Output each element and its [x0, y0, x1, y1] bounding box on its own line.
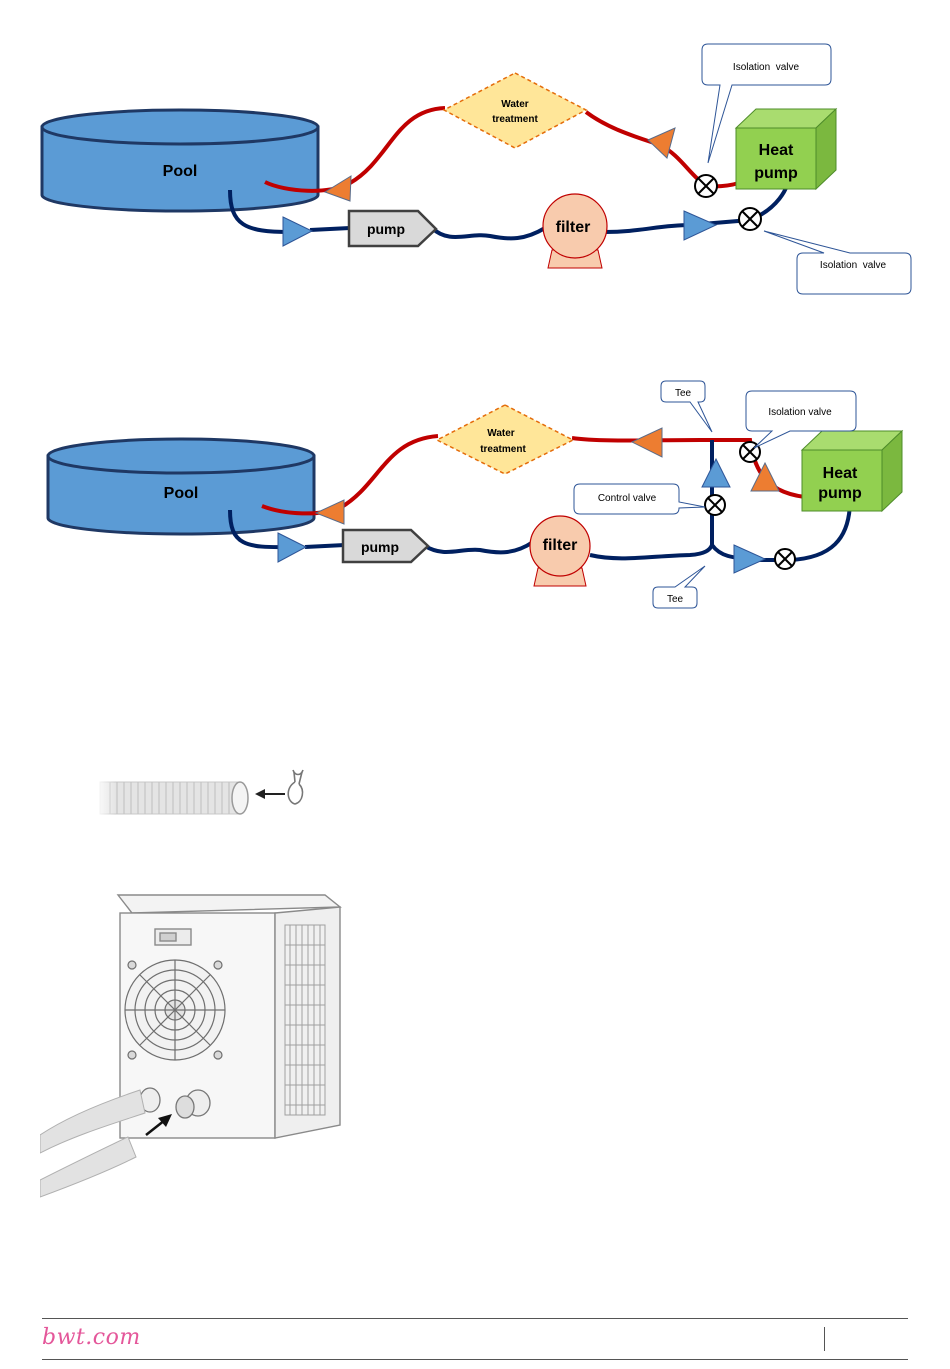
- pool-label: Pool: [164, 485, 199, 502]
- hose-icon: [95, 778, 248, 818]
- flow-arrow-hot: [316, 500, 344, 524]
- diagram-direct-connection: Pool Water treatment pump filter Heat pu…: [0, 0, 950, 320]
- isolation-valve-label: Isolation valve: [733, 62, 800, 73]
- flow-arrow-cold: [702, 459, 730, 487]
- pump-to-filter-pipe: [432, 228, 545, 238]
- isolation-valve-icon: [695, 175, 717, 197]
- flow-arrow-cold: [283, 217, 312, 246]
- pump-inlet-pipe: [305, 545, 345, 547]
- page-footer: bwt.com: [42, 1318, 908, 1360]
- flow-arrow-cold: [278, 533, 306, 562]
- heat-pump-label: pump: [818, 485, 862, 502]
- pump: pump: [343, 530, 428, 562]
- pump: pump: [349, 211, 436, 246]
- brand-logo[interactable]: bwt.com: [42, 1325, 141, 1350]
- tee-callout-bottom: Tee: [653, 566, 705, 608]
- water-treatment-label: treatment: [480, 444, 526, 455]
- tee-label: Tee: [675, 388, 692, 399]
- pump-inlet-pipe: [310, 228, 350, 230]
- hose-clip-illustration: [95, 760, 355, 840]
- pump-label: pump: [367, 221, 405, 237]
- heat-pump-unit-illustration: [40, 885, 350, 1205]
- tee-label: Tee: [667, 594, 684, 605]
- heat-pump-label: Heat: [759, 142, 794, 159]
- heat-pump: Heat pump: [802, 431, 902, 511]
- fan-icon: [125, 960, 225, 1060]
- tee-callout-top: Tee: [661, 381, 712, 432]
- water-treatment: Water treatment: [444, 73, 586, 148]
- footer-divider: [824, 1327, 825, 1351]
- pump-label: pump: [361, 539, 399, 555]
- flow-arrow-hot: [751, 463, 779, 491]
- flow-arrow-cold: [684, 211, 716, 240]
- diagram-bypass-connection: Pool Water treatment pump filter Heat pu…: [0, 370, 950, 670]
- control-valve-callout: Control valve: [574, 484, 705, 514]
- heat-pump-label: pump: [754, 165, 798, 182]
- filter-label: filter: [543, 537, 578, 554]
- isolation-valve-icon: [775, 549, 795, 569]
- pool-label: Pool: [163, 163, 198, 180]
- isolation-valve-label: Isolation valve: [820, 260, 887, 271]
- filter-to-tee-pipe: [590, 545, 712, 558]
- water-treatment-label: Water: [487, 428, 515, 439]
- hose-icon: [40, 1090, 145, 1197]
- water-treatment-label: Water: [501, 99, 529, 110]
- flow-arrow-hot: [632, 428, 662, 457]
- flow-arrow-cold: [734, 545, 765, 573]
- isolation-valve-label: Isolation valve: [768, 407, 832, 418]
- isolation-valve-icon: [739, 208, 761, 230]
- water-treatment: Water treatment: [437, 405, 573, 474]
- control-valve-icon: [705, 495, 725, 515]
- control-valve-label: Control valve: [598, 493, 657, 504]
- filter: filter: [530, 516, 590, 586]
- pool: Pool: [48, 439, 314, 534]
- isolation-valve-callout-bottom: Isolation valve: [764, 231, 911, 294]
- water-treatment-label: treatment: [492, 114, 538, 125]
- pump-to-filter-pipe: [425, 542, 533, 552]
- pool: Pool: [42, 110, 318, 211]
- heat-pump: Heat pump: [736, 109, 836, 189]
- hose-clip-icon: [288, 770, 303, 804]
- heat-pump-label: Heat: [823, 465, 858, 482]
- filter-label: filter: [556, 219, 591, 236]
- filter: filter: [543, 194, 607, 268]
- arrow-icon: [255, 789, 285, 799]
